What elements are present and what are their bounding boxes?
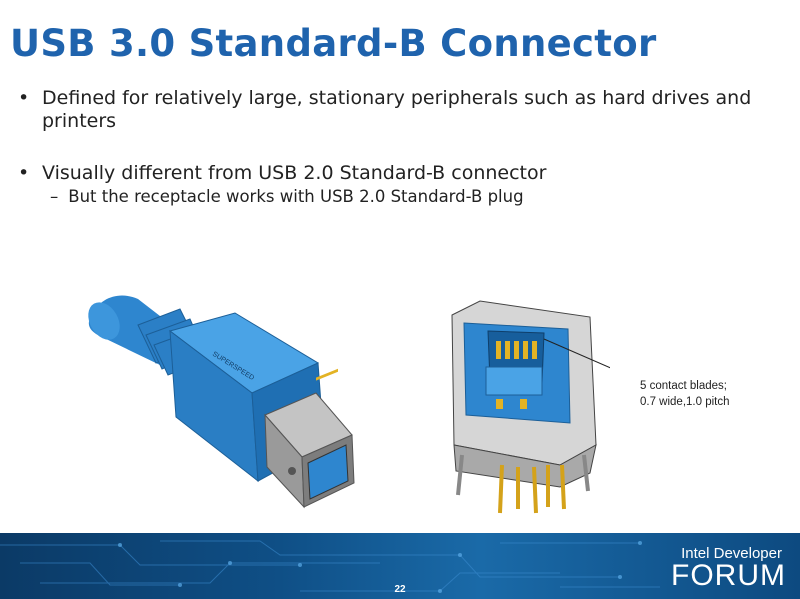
- callout-line-1: 5 contact blades;: [640, 380, 727, 392]
- bullet-symbol: •: [18, 162, 30, 184]
- footer-band: [0, 533, 800, 599]
- metal-shell: [264, 368, 355, 509]
- bullet-2-text: Visually different from USB 2.0 Standard…: [42, 162, 547, 184]
- callout-label: 5 contact blades; 0.7 wide,1.0 pitch: [640, 378, 730, 410]
- brand-line-1: Intel Developer: [681, 545, 782, 562]
- bullet-1-text: Defined for relatively large, stationary…: [42, 87, 752, 132]
- usb-b-receptacle-image: [451, 300, 610, 514]
- callout-leader-line: [543, 338, 610, 369]
- receptacle-insert: [463, 322, 571, 424]
- sub-bullet-symbol: –: [50, 187, 59, 206]
- callout-line-2: 0.7 wide,1.0 pitch: [640, 396, 730, 408]
- page-number: 22: [394, 584, 406, 595]
- sub-bullet-text: But the receptacle works with USB 2.0 St…: [68, 187, 524, 206]
- bullet-1: • Defined for relatively large, stationa…: [18, 87, 800, 133]
- bullet-symbol: •: [18, 87, 30, 109]
- bullet-2: • Visually different from USB 2.0 Standa…: [18, 162, 800, 185]
- slide-title: USB 3.0 Standard-B Connector: [10, 22, 657, 65]
- sub-bullet: –But the receptacle works with USB 2.0 S…: [50, 187, 524, 206]
- receptacle-pins: [498, 464, 566, 514]
- contact-blades: [496, 341, 537, 409]
- brand-line-2: FORUM: [671, 559, 786, 592]
- usb-b-plug-image: SUPERSPEED: [88, 295, 355, 509]
- mounting-legs: [456, 454, 590, 496]
- circuit-pattern: [0, 540, 660, 593]
